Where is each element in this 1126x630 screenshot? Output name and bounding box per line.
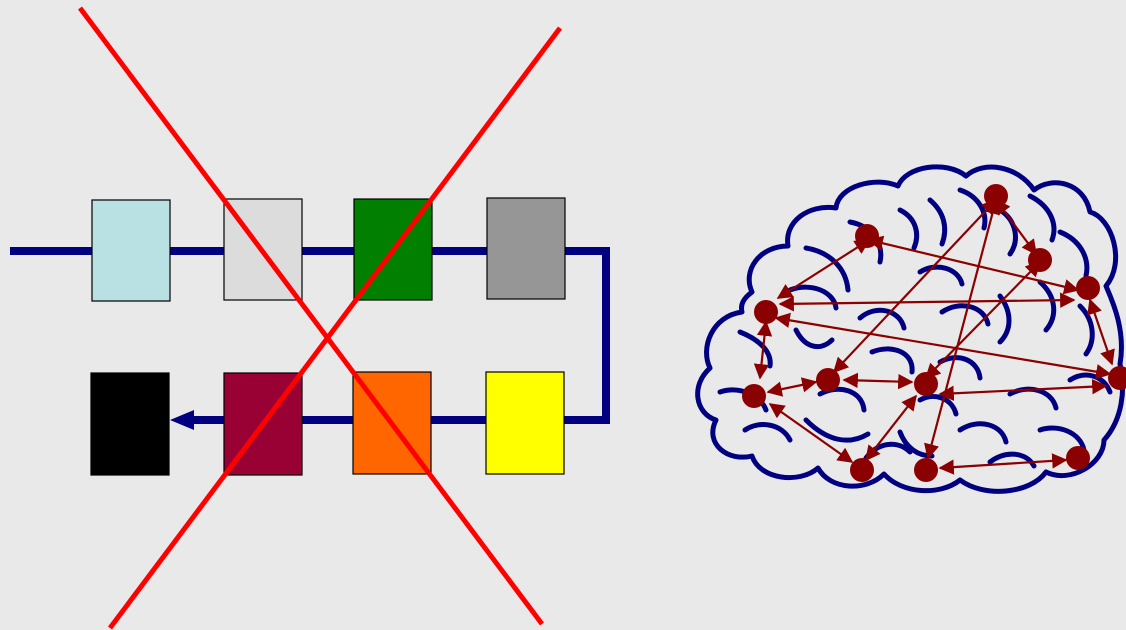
connection [865, 394, 917, 462]
brain-network [695, 164, 1126, 494]
cross-out-line-1 [78, 6, 544, 626]
brain-node [914, 458, 938, 482]
flow-arrowhead [170, 410, 194, 430]
box-gray [486, 197, 566, 300]
sequential-pipeline [10, 6, 610, 630]
box-light-blue [91, 199, 171, 302]
brain-node [855, 224, 879, 248]
connection [1087, 298, 1115, 366]
brain-node [1108, 366, 1126, 390]
brain-node [850, 458, 874, 482]
connection [778, 292, 1076, 312]
brain-node [754, 300, 778, 324]
brain-node [1028, 248, 1052, 272]
connection [753, 320, 773, 380]
box-black [90, 372, 170, 476]
brain-folds [717, 187, 1113, 469]
brain-node [816, 368, 840, 392]
brain-node [1066, 446, 1090, 470]
connection [766, 377, 818, 397]
brain-node [742, 384, 766, 408]
brain-connections [753, 198, 1115, 475]
connection [924, 198, 1000, 460]
cross-out-mark [78, 6, 562, 630]
brain-node [914, 372, 938, 396]
connection [995, 198, 1037, 256]
brain-node [1076, 276, 1100, 300]
brain-nodes [742, 184, 1126, 482]
connection [938, 378, 1108, 402]
box-yellow [485, 371, 565, 475]
connection [938, 453, 1068, 475]
brain-node [984, 184, 1008, 208]
connection [842, 372, 914, 390]
cross-out-line-2 [108, 26, 562, 630]
connection [774, 312, 1112, 380]
connection [768, 403, 854, 463]
connection [924, 260, 1042, 380]
